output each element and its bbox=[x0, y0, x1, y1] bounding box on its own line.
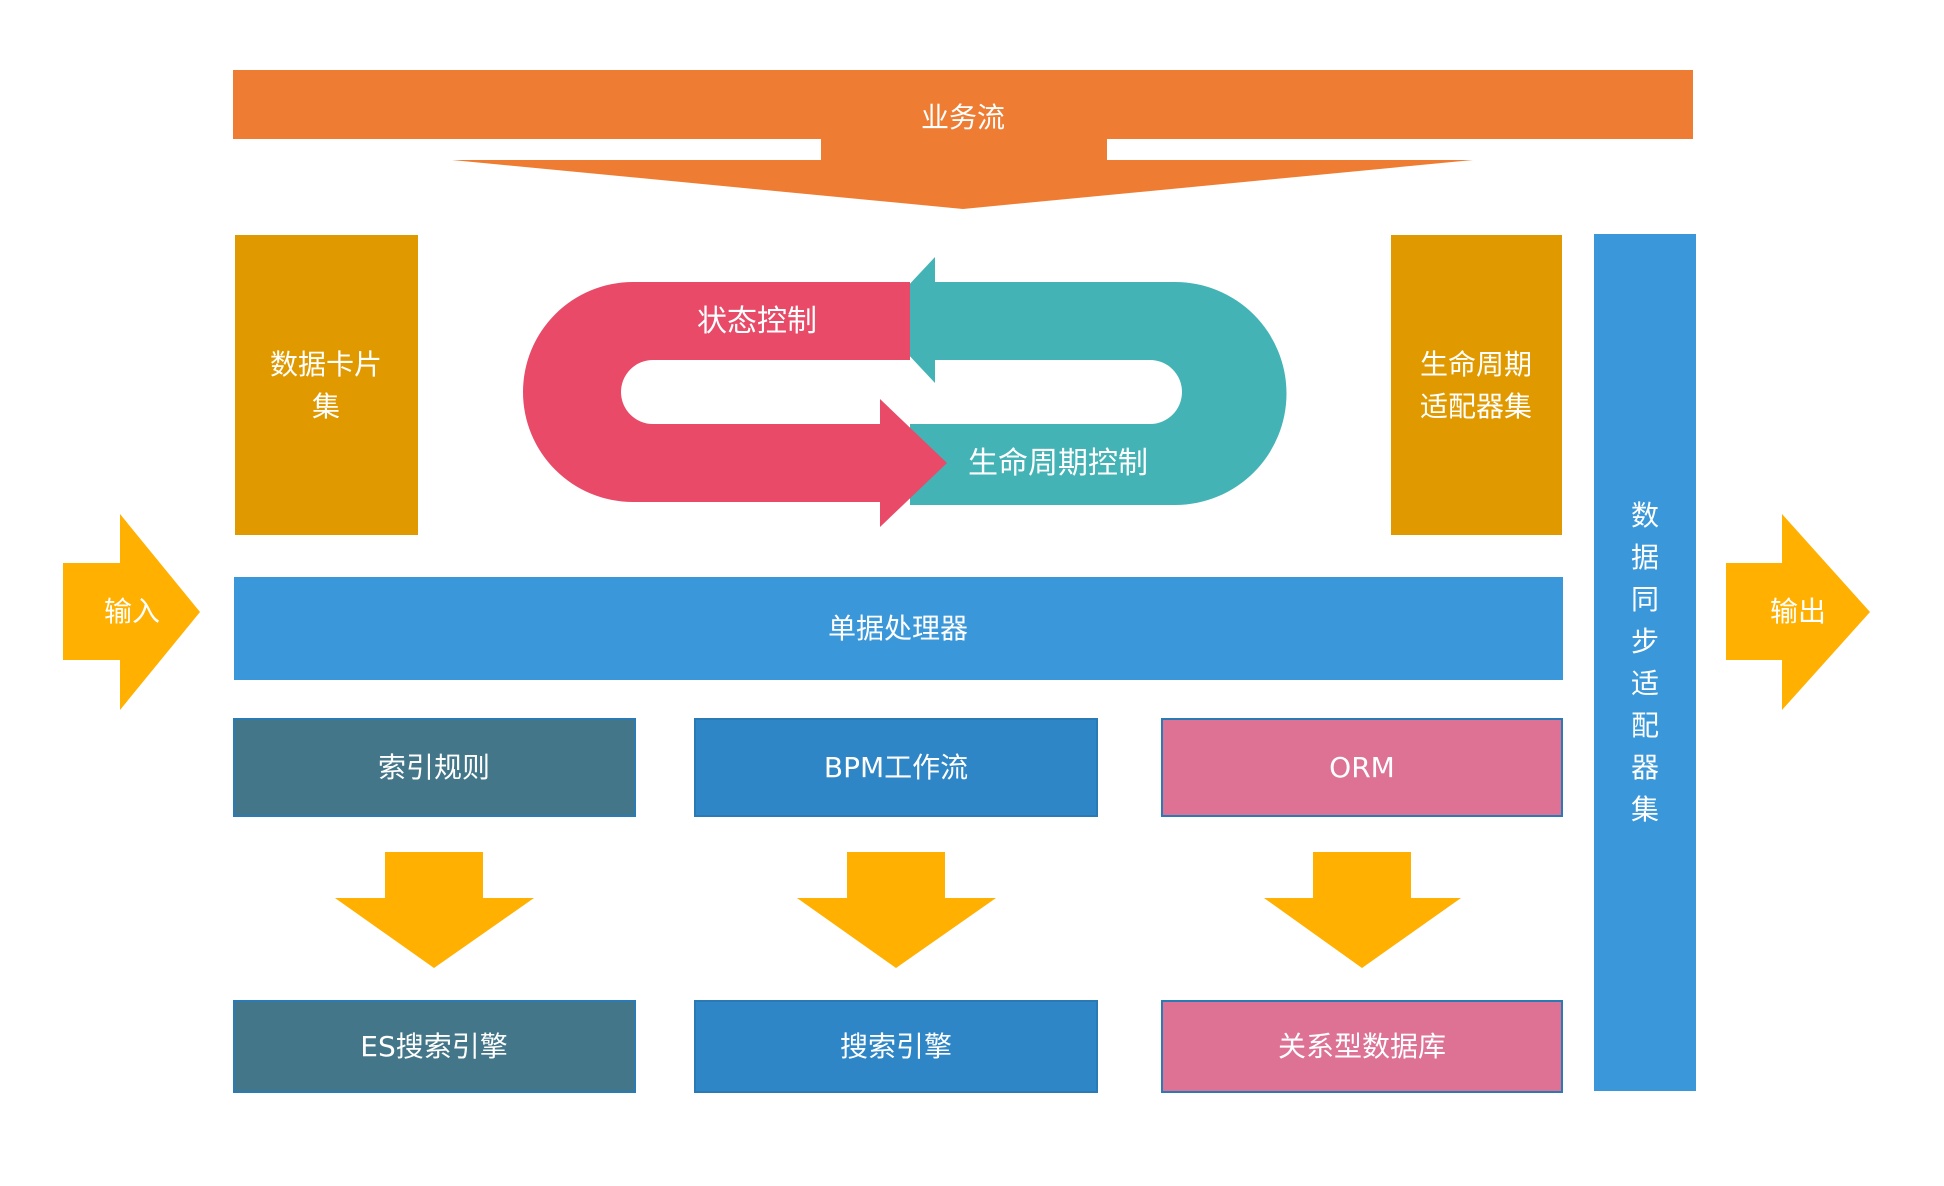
data-sync-char: 数 bbox=[1631, 499, 1659, 532]
es-search-engine-box bbox=[233, 1000, 636, 1093]
business-flow-shape bbox=[233, 70, 1693, 209]
data-sync-char: 器 bbox=[1631, 751, 1659, 784]
lifecycle-adapter-set-box: 生命周期 适配器集 bbox=[1391, 235, 1562, 535]
data-sync-char: 适 bbox=[1631, 667, 1659, 700]
lifecycle-control-arrow bbox=[876, 257, 1287, 505]
output-arrow: 输出 bbox=[1726, 514, 1870, 710]
es-search-engine-label: ES搜索引擎 bbox=[360, 1030, 507, 1063]
data-sync-char: 配 bbox=[1631, 709, 1659, 742]
input-arrow-shape bbox=[63, 514, 200, 710]
data-card-set-rect bbox=[235, 235, 418, 535]
column-orm: ORM 关系型数据库 bbox=[1161, 718, 1563, 1093]
lifecycle-adapter-set-line2: 适配器集 bbox=[1420, 390, 1532, 423]
search-engine-box bbox=[694, 1000, 1098, 1093]
business-flow-label: 业务流 bbox=[921, 101, 1005, 134]
input-label: 输入 bbox=[104, 595, 160, 628]
data-sync-adapter-set-rect bbox=[1594, 234, 1696, 1091]
data-sync-char: 步 bbox=[1631, 625, 1659, 658]
down-arrow bbox=[1264, 852, 1461, 968]
data-sync-char: 集 bbox=[1631, 793, 1659, 826]
state-control-label: 状态控制 bbox=[697, 304, 817, 339]
data-sync-adapter-set-bar: 数 据 同 步 适 配 器 集 bbox=[1594, 234, 1696, 1091]
data-card-set-line2: 集 bbox=[312, 390, 340, 423]
single-processor-label: 单据处理器 bbox=[828, 612, 968, 645]
column-bpm-workflow: BPM工作流 搜索引擎 bbox=[694, 718, 1098, 1093]
data-sync-char: 据 bbox=[1631, 541, 1659, 574]
index-rules-box bbox=[233, 718, 636, 817]
single-processor-rect bbox=[234, 577, 1563, 680]
index-rules-label: 索引规则 bbox=[378, 751, 490, 784]
bpm-workflow-box bbox=[694, 718, 1098, 817]
data-card-set-line1: 数据卡片 bbox=[270, 348, 382, 381]
output-label: 输出 bbox=[1770, 595, 1826, 628]
orm-box bbox=[1161, 718, 1563, 817]
down-arrow bbox=[335, 852, 534, 968]
single-processor-bar: 单据处理器 bbox=[234, 577, 1563, 680]
relational-database-label: 关系型数据库 bbox=[1278, 1030, 1446, 1063]
state-control-arrow bbox=[523, 282, 947, 527]
bpm-workflow-label: BPM工作流 bbox=[824, 751, 968, 784]
down-arrow bbox=[797, 852, 996, 968]
search-engine-label: 搜索引擎 bbox=[840, 1030, 952, 1063]
lifecycle-adapter-set-rect bbox=[1391, 235, 1562, 535]
column-index-rules: 索引规则 ES搜索引擎 bbox=[233, 718, 636, 1093]
data-card-set-box: 数据卡片 集 bbox=[235, 235, 418, 535]
output-arrow-shape bbox=[1726, 514, 1870, 710]
data-sync-char: 同 bbox=[1631, 583, 1659, 616]
input-arrow: 输入 bbox=[63, 514, 200, 710]
relational-database-box bbox=[1161, 1000, 1563, 1093]
lifecycle-control-label: 生命周期控制 bbox=[968, 446, 1148, 481]
control-cycle-diagram: 状态控制 生命周期控制 bbox=[523, 257, 1287, 527]
business-flow-arrow: 业务流 bbox=[233, 70, 1693, 209]
orm-label: ORM bbox=[1329, 751, 1395, 784]
lifecycle-adapter-set-line1: 生命周期 bbox=[1420, 348, 1532, 381]
